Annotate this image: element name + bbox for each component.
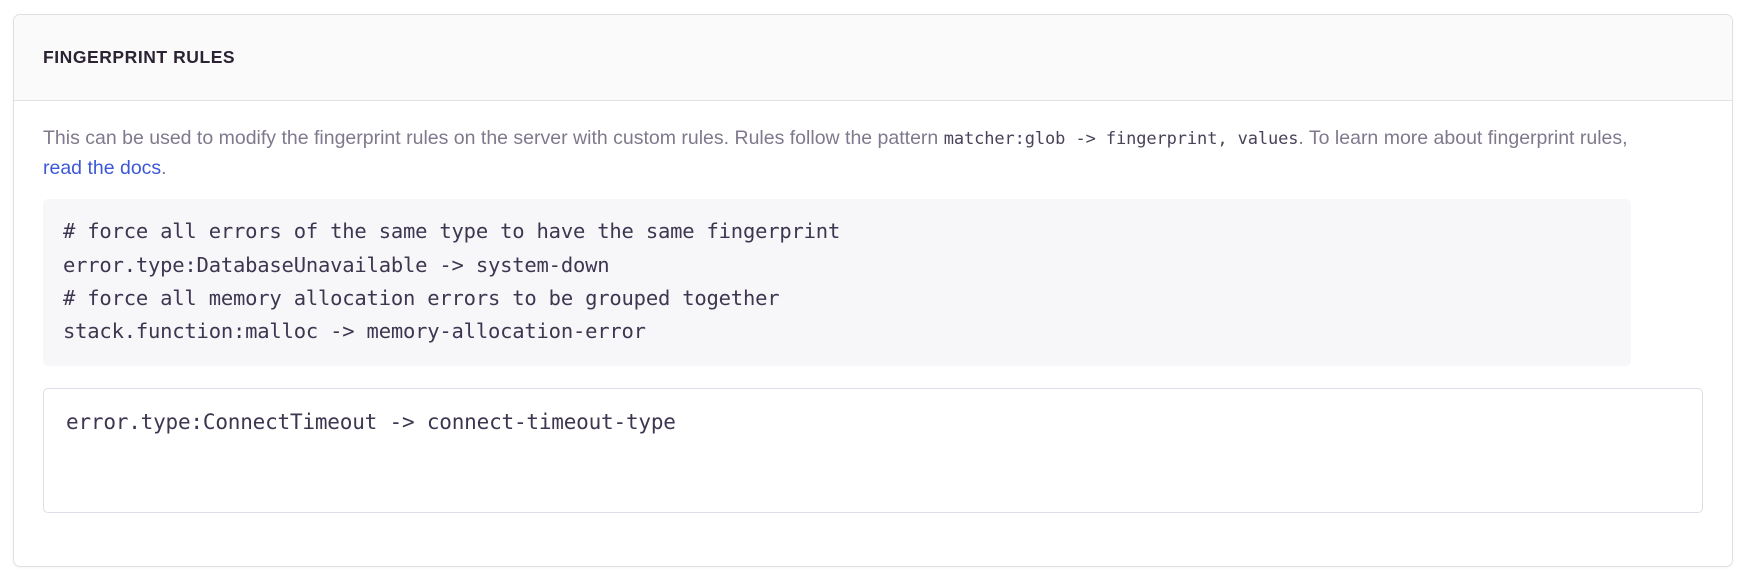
description-text-part-3: . [161, 157, 167, 180]
panel-header: FINGERPRINT RULES [14, 15, 1732, 101]
read-the-docs-link[interactable]: read the docs [43, 157, 162, 180]
description-text-part-2: . To learn more about fingerprint rules, [1298, 127, 1628, 149]
example-rules-code-block: # force all errors of the same type to h… [43, 199, 1631, 367]
fingerprint-rules-panel: FINGERPRINT RULES This can be used to mo… [13, 14, 1733, 567]
fingerprint-rules-textarea[interactable] [43, 388, 1703, 514]
page-title: FINGERPRINT RULES [43, 46, 236, 67]
pattern-code-snippet: matcher:glob -> fingerprint, values [943, 129, 1299, 149]
example-rules-code-text: # force all errors of the same type to h… [63, 219, 841, 344]
panel-description: This can be used to modify the fingerpri… [43, 123, 1663, 183]
rules-editor-container [43, 388, 1703, 514]
description-text-part-1: This can be used to modify the fingerpri… [43, 127, 944, 149]
panel-body: This can be used to modify the fingerpri… [14, 101, 1732, 514]
